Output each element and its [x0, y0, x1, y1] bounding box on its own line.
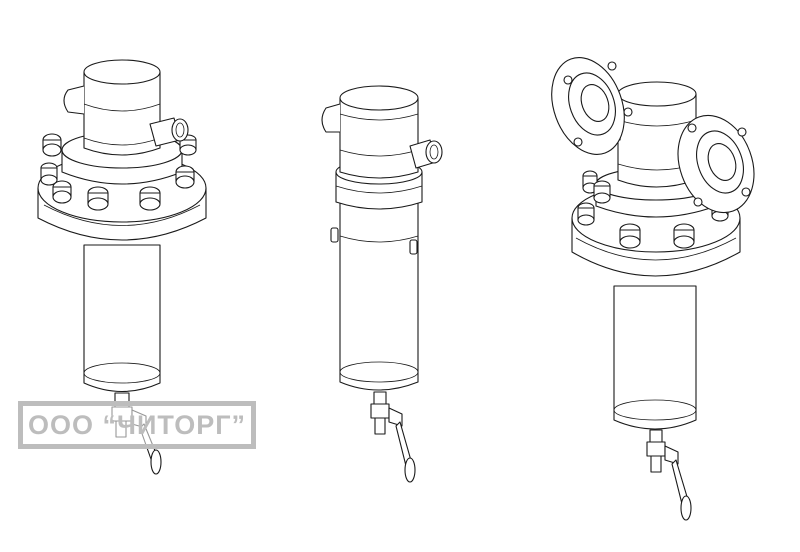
filter-bolted-cover: [37, 59, 207, 475]
filter-flanged-ports: [551, 57, 755, 521]
filter-slim: [321, 85, 443, 483]
flange-icon: [677, 114, 755, 214]
flange-icon: [551, 57, 633, 155]
drain-valve-icon: [646, 429, 692, 521]
drain-valve-icon: [370, 391, 416, 483]
bolt-icon: [577, 170, 729, 249]
bolt-icon: [40, 133, 197, 211]
company-watermark: ООО “ЧИТОРГ”: [18, 401, 256, 449]
